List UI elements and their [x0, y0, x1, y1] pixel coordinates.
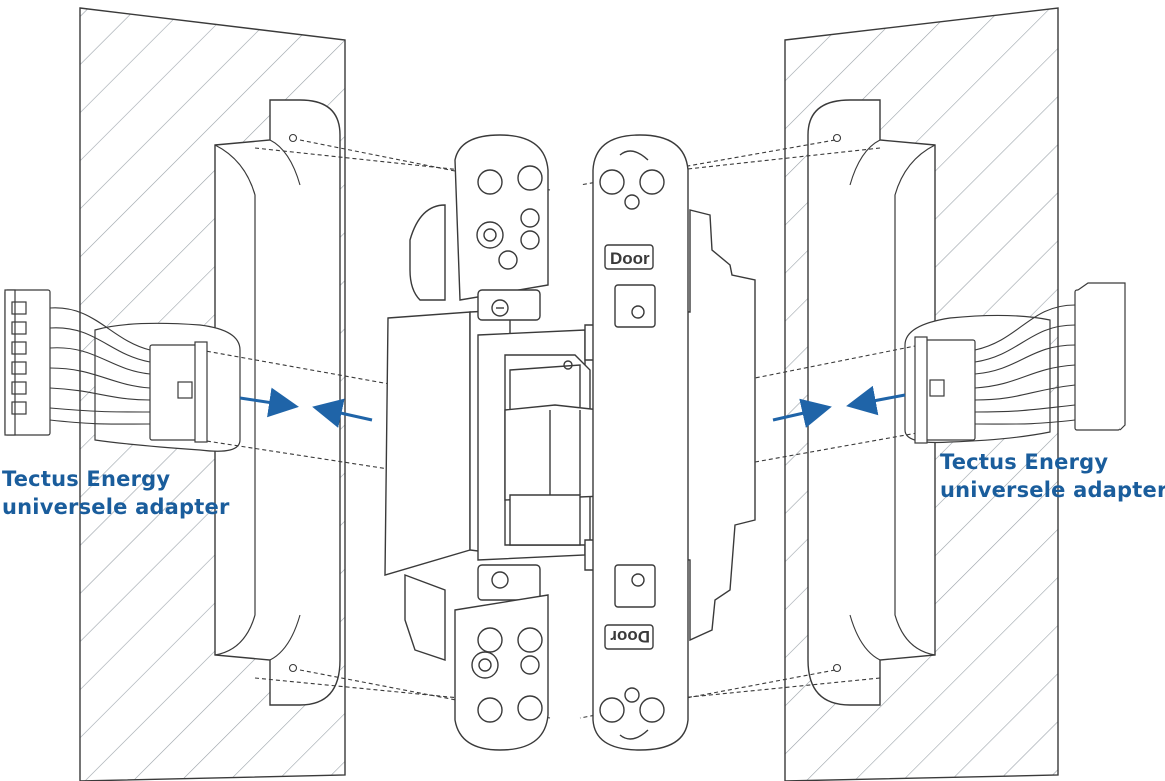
- door-text-bottom: Door: [610, 627, 650, 646]
- left-wire-connector-icon: [4, 289, 208, 443]
- screw-hole-icon: [832, 133, 842, 143]
- left-frame-section: [79, 7, 346, 781]
- arrow-icon: [239, 387, 299, 418]
- door-label-top: [604, 244, 654, 270]
- door-text-top: Door: [610, 249, 650, 268]
- door-label-bottom: [604, 624, 654, 650]
- arrows: [239, 385, 906, 428]
- screw-hole-icon: [832, 663, 842, 673]
- right-adapter-label-line2: universele adapter: [940, 478, 1165, 502]
- screw-hole-icon: [288, 663, 298, 673]
- hinge-left-bottom-plate: [454, 564, 549, 751]
- arrow-icon: [772, 398, 832, 428]
- right-wire-connector-icon: [914, 282, 1126, 444]
- right-adapter-label: Tectus Energy universele adapter: [940, 448, 1165, 504]
- left-adapter-label: Tectus Energy universele adapter: [2, 465, 230, 521]
- screw-hole-icon: [288, 133, 298, 143]
- left-adapter-label-line1: Tectus Energy: [2, 467, 171, 491]
- left-adapter-label-line2: universele adapter: [2, 495, 230, 519]
- hinge-right-plate: Door Door: [592, 134, 689, 751]
- right-adapter-label-line1: Tectus Energy: [940, 450, 1109, 474]
- hinge-left-top-plate: [454, 134, 549, 321]
- arrow-icon: [312, 398, 373, 428]
- alignment-lines: [199, 139, 946, 719]
- arrow-icon: [846, 385, 906, 416]
